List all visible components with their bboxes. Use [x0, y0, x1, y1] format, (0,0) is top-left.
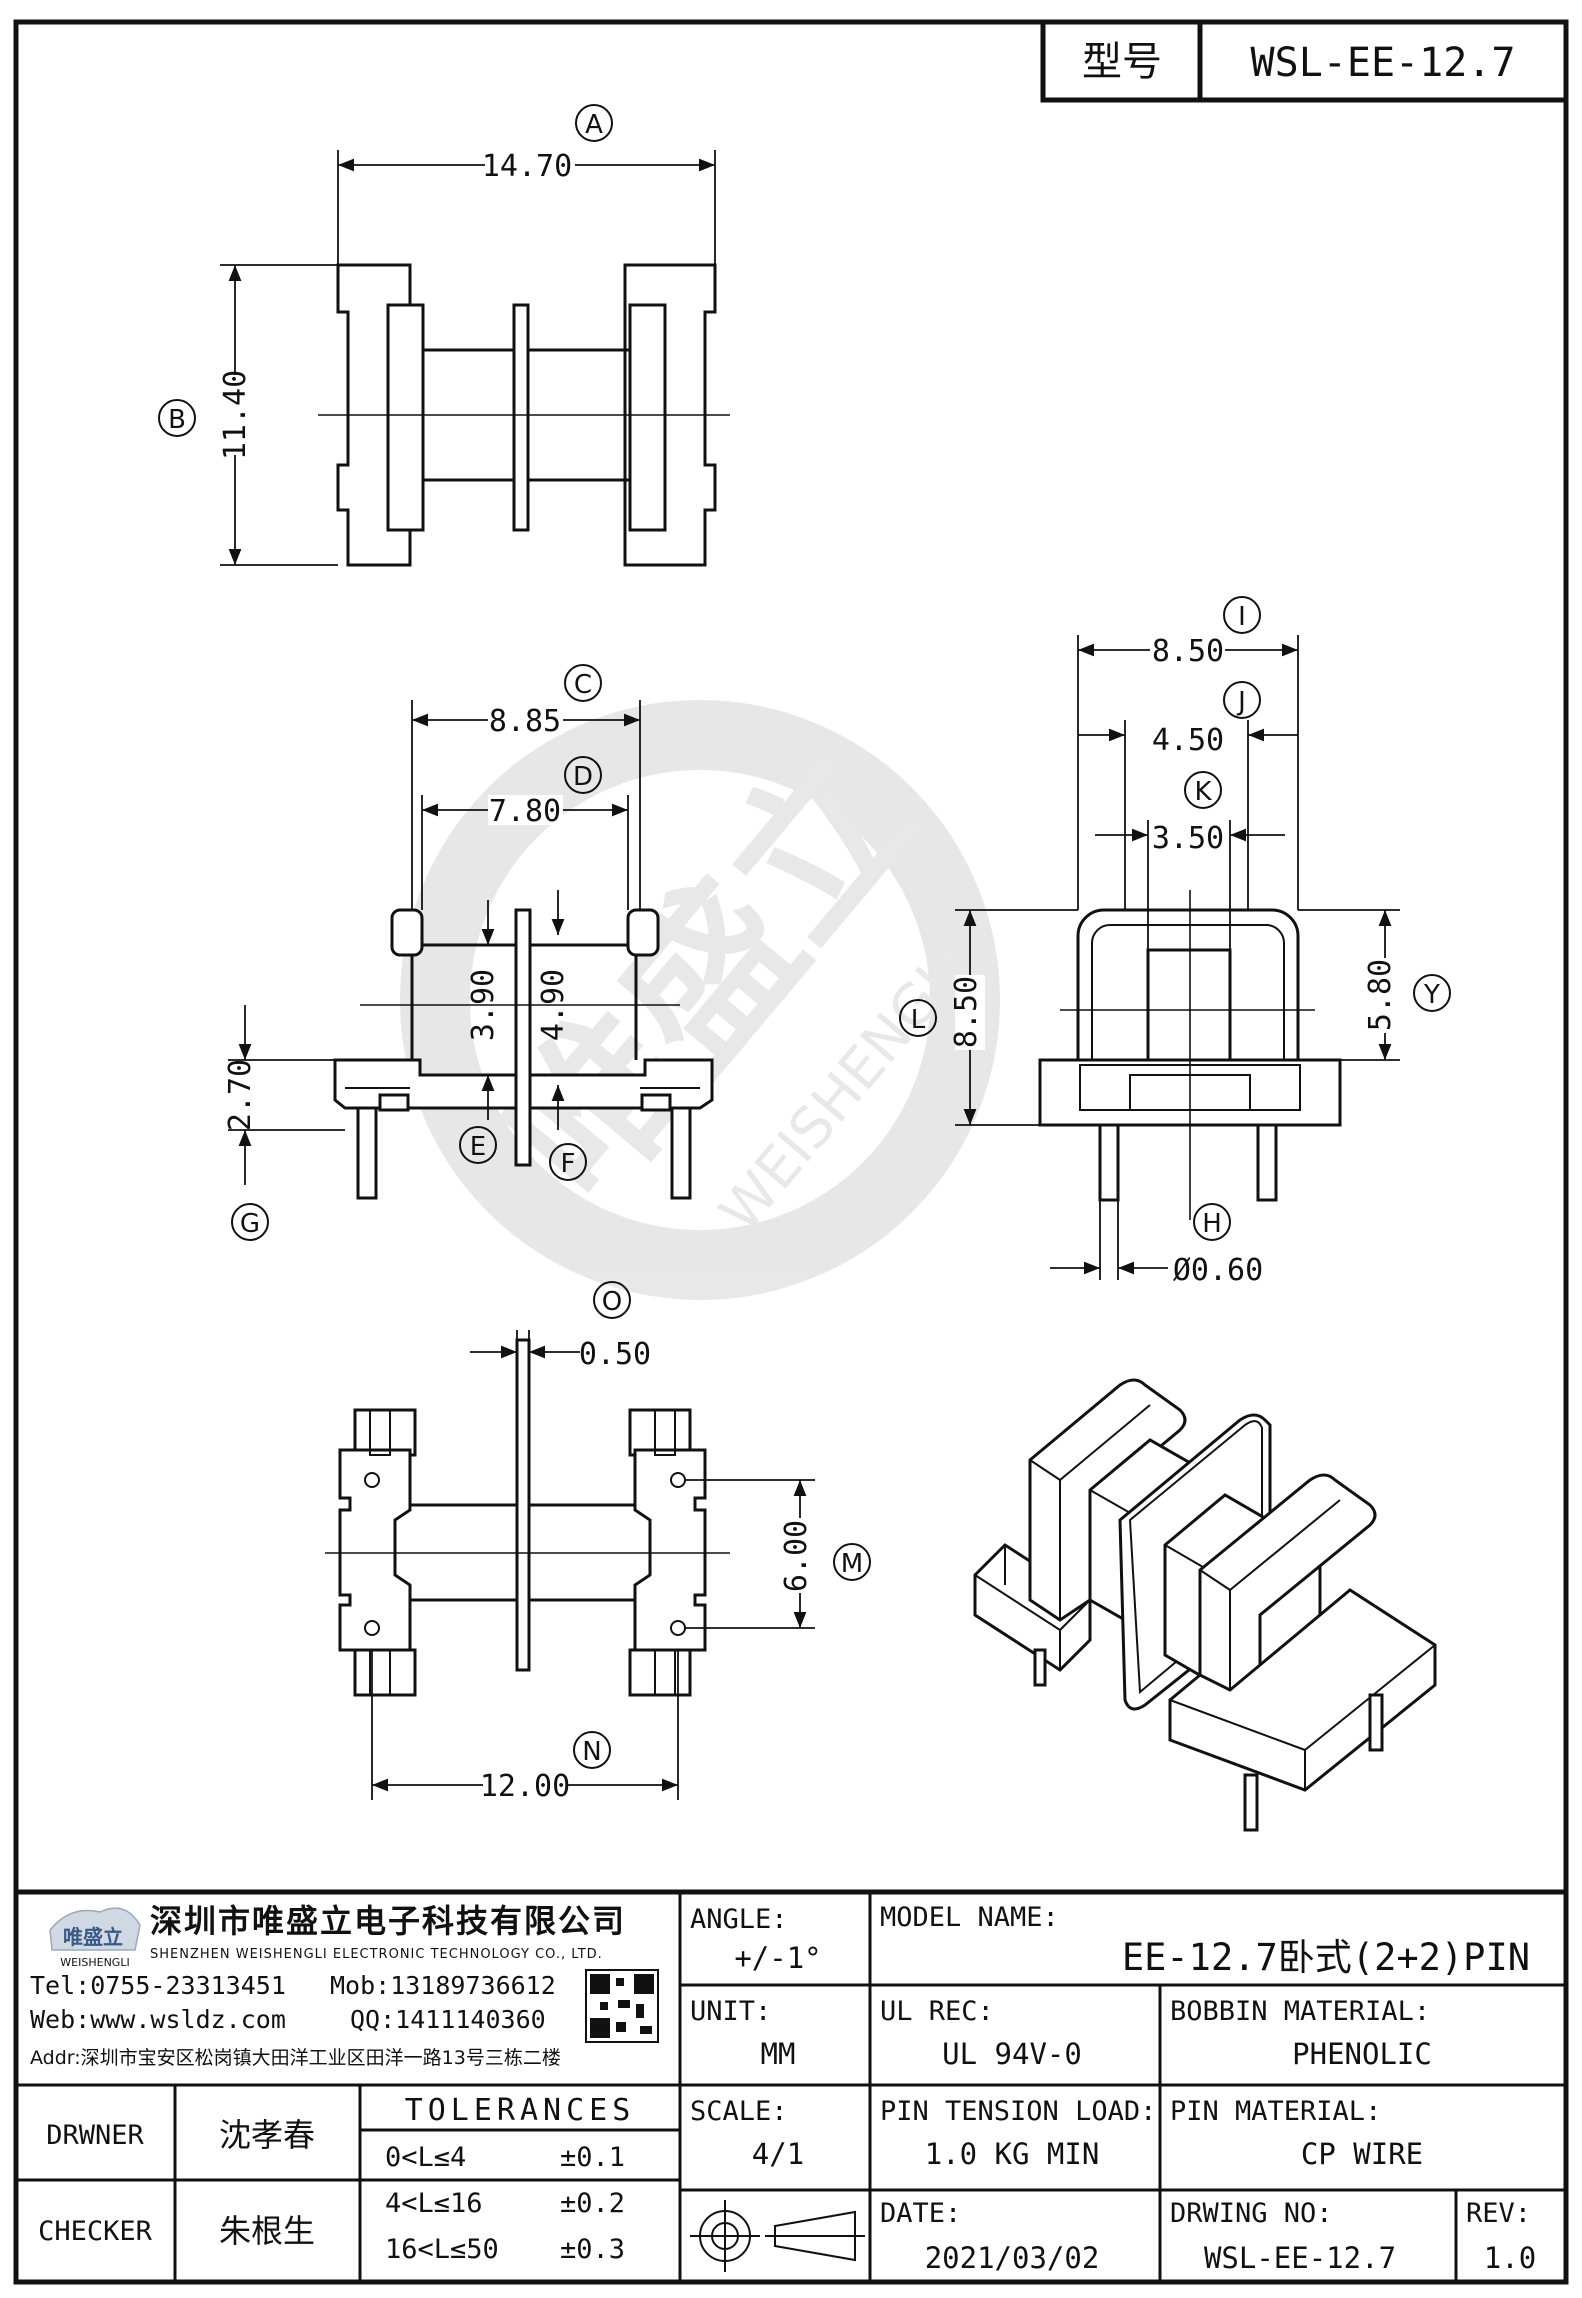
company-mob: Mob:13189736612	[330, 1971, 556, 2000]
dim-b-tag: B	[168, 405, 186, 435]
pin-material-value: CP WIRE	[1301, 2137, 1423, 2171]
ul-value: UL 94V-0	[942, 2037, 1082, 2071]
scale-label: SCALE:	[690, 2096, 788, 2127]
dim-e-tag: E	[470, 1132, 486, 1162]
dim-d-value: 7.80	[489, 794, 561, 829]
unit-value: MM	[761, 2037, 796, 2071]
company-name-cn: 深圳市唯盛立电子科技有限公司	[150, 1902, 626, 1940]
dim-a-value: 14.70	[482, 149, 572, 184]
dim-g-value: 2.70	[223, 1059, 258, 1131]
tolerance-value-1: ±0.1	[560, 2142, 625, 2173]
dim-i-tag: I	[1238, 602, 1246, 632]
bobbin-value: PHENOLIC	[1292, 2037, 1432, 2071]
company-qq: QQ:1411140360	[350, 2005, 546, 2034]
dim-e-value: 3.90	[466, 969, 501, 1041]
dim-h-value: Ø0.60	[1173, 1253, 1263, 1288]
date-value: 2021/03/02	[925, 2241, 1100, 2275]
checker-label: CHECKER	[38, 2216, 153, 2247]
type-value: WSL-EE-12.7	[1251, 40, 1516, 86]
date-label: DATE:	[880, 2198, 961, 2229]
bobbin-label: BOBBIN MATERIAL:	[1170, 1996, 1430, 2027]
company-web: Web:www.wsldz.com	[30, 2005, 286, 2034]
drawing-no-value: WSL-EE-12.7	[1204, 2241, 1396, 2275]
checker-name: 朱根生	[219, 2212, 315, 2250]
scale-value: 4/1	[752, 2137, 804, 2171]
rev-label: REV:	[1466, 2198, 1531, 2229]
dim-m-tag: M	[841, 1549, 863, 1579]
tolerance-range-3: 16<L≤50	[385, 2234, 499, 2265]
angle-value: +/-1°	[734, 1941, 821, 1975]
title-block: 唯盛立 WEISHENGLI 深圳市唯盛立电子科技有限公司 SHENZHEN W…	[16, 1889, 1566, 2282]
qr-code	[585, 1969, 659, 2043]
tolerance-value-2: ±0.2	[560, 2188, 625, 2219]
dim-k-value: 3.50	[1152, 821, 1224, 856]
front-view: 8.85 C 7.80 D 3.90 4.90 E F 2.70 G	[223, 664, 714, 1241]
dim-j-tag: J	[1236, 687, 1246, 717]
bottom-view: 0.50 O 6.00 M 12.00 N	[325, 1281, 871, 1804]
company-name-en: SHENZHEN WEISHENGLI ELECTRONIC TECHNOLOG…	[150, 1947, 603, 1962]
side-view: 8.50 I 4.50 J 3.50 K 8.50 L 5.80 Y	[899, 596, 1451, 1288]
dim-c-tag: C	[574, 670, 592, 700]
dim-g-tag: G	[240, 1209, 260, 1239]
dim-h-tag: H	[1202, 1209, 1222, 1239]
dim-f-value: 4.90	[536, 969, 571, 1041]
tolerance-range-2: 4<L≤16	[385, 2188, 483, 2219]
model-label: MODEL NAME:	[880, 1902, 1059, 1933]
type-header-box: 型号 WSL-EE-12.7	[1040, 19, 1569, 103]
drawer-name: 沈孝春	[219, 2116, 315, 2154]
unit-label: UNIT:	[690, 1996, 771, 2027]
dim-k-tag: K	[1194, 777, 1212, 807]
sheet-border	[13, 19, 1569, 2285]
pin-material-label: PIN MATERIAL:	[1170, 2096, 1381, 2127]
type-label: 型号	[1082, 39, 1162, 85]
projection-symbol	[690, 2200, 865, 2272]
dim-c-value: 8.85	[489, 704, 561, 739]
tolerance-value-3: ±0.3	[560, 2234, 625, 2265]
top-view: 14.70 A 11.40 B	[158, 104, 730, 567]
pin-tension-label: PIN TENSION LOAD:	[880, 2096, 1156, 2127]
dim-o-value: 0.50	[579, 1337, 651, 1372]
dim-l-value: 8.50	[949, 976, 984, 1048]
dim-y-tag: Y	[1423, 980, 1440, 1010]
dim-o-tag: O	[602, 1287, 622, 1317]
dim-b-value: 11.40	[218, 370, 253, 460]
dim-l-tag: L	[911, 1005, 926, 1035]
model-value: EE-12.7卧式(2+2)PIN	[1122, 1936, 1530, 1979]
dim-n-value: 12.00	[480, 1769, 570, 1804]
dim-y-value: 5.80	[1363, 959, 1398, 1031]
dim-d-tag: D	[573, 762, 593, 792]
angle-label: ANGLE:	[690, 1904, 788, 1935]
logo-sub: WEISHENGLI	[60, 1956, 129, 1969]
tolerance-range-1: 0<L≤4	[385, 2142, 466, 2173]
logo-text: 唯盛立	[63, 1925, 123, 1949]
rev-value: 1.0	[1484, 2241, 1536, 2275]
dim-j-value: 4.50	[1152, 723, 1224, 758]
dim-f-tag: F	[561, 1149, 576, 1179]
dim-n-tag: N	[582, 1737, 601, 1767]
ul-label: UL REC:	[880, 1996, 994, 2027]
isometric-view	[973, 1378, 1437, 1832]
company-address: Addr:深圳市宝安区松岗镇大田洋工业区田洋一路13号三栋二楼	[30, 2047, 561, 2069]
pin-tension-value: 1.0 KG MIN	[925, 2137, 1100, 2171]
tolerances-label: TOLERANCES	[405, 2093, 636, 2128]
dim-a-tag: A	[585, 110, 603, 140]
company-logo: 唯盛立 WEISHENGLI	[49, 1907, 141, 1969]
drawer-label: DRWNER	[46, 2120, 144, 2151]
dim-i-value: 8.50	[1152, 634, 1224, 669]
dim-m-value: 6.00	[779, 1520, 814, 1592]
company-tel: Tel:0755-23313451	[30, 1971, 286, 2000]
drawing-no-label: DRWING NO:	[1170, 2198, 1333, 2229]
